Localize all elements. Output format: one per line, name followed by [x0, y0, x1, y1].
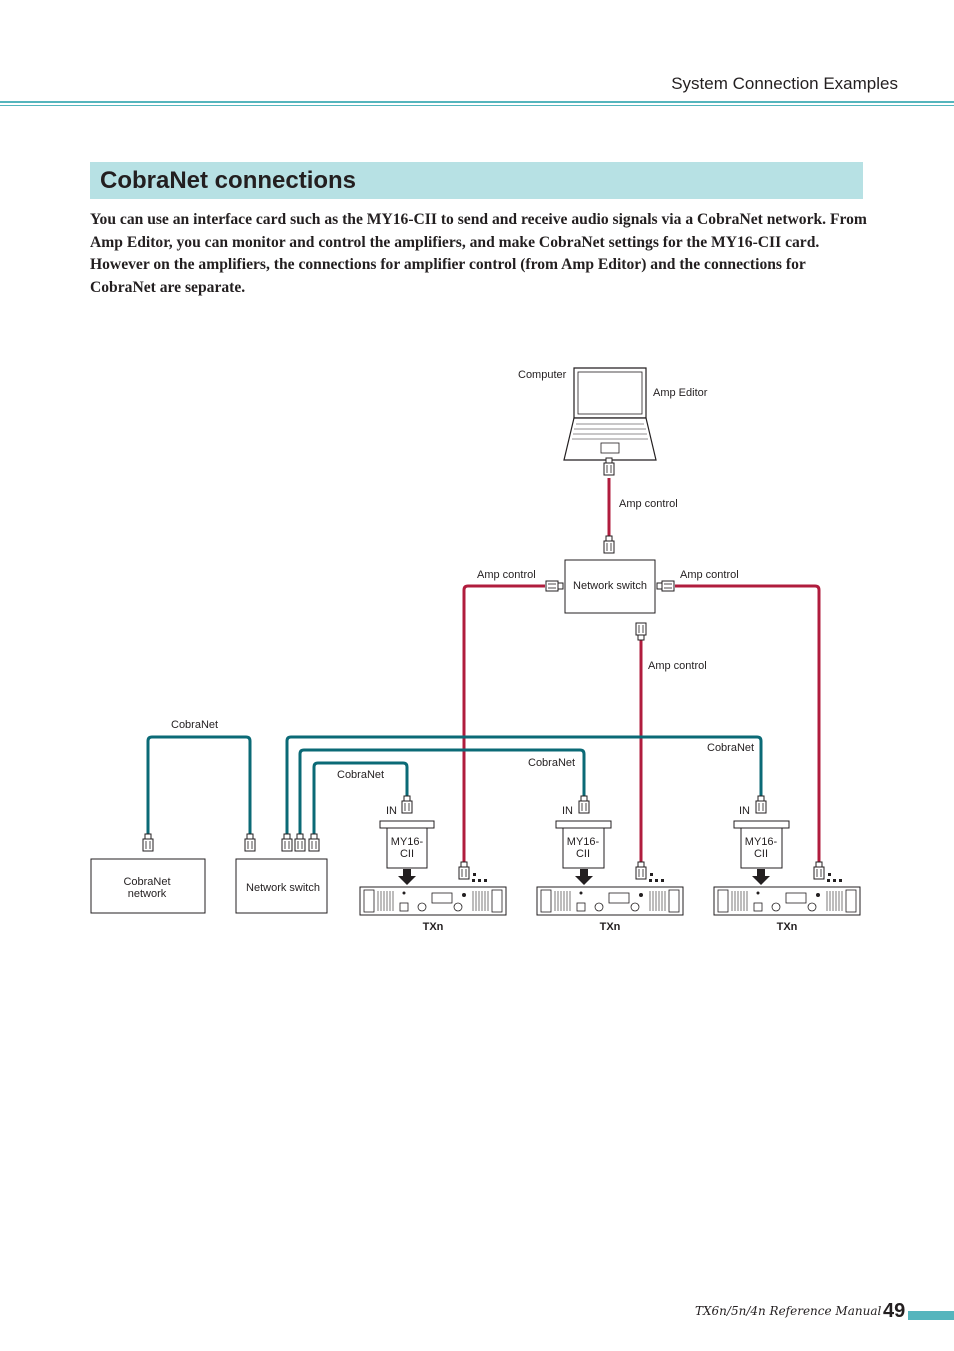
computer-laptop-icon [563, 367, 657, 461]
header-rule [0, 101, 954, 103]
in-label-3: IN [739, 805, 750, 817]
intro-paragraph: You can use an interface card such as th… [90, 211, 867, 296]
cobranet-label-2: CobraNet [707, 742, 754, 754]
card-1-label-1: MY16- [391, 836, 424, 848]
card-3-label-1: MY16- [745, 836, 778, 848]
amp-label-2: TXn [600, 921, 621, 933]
footer-manual-title: TX6n/5n/4n Reference Manual [695, 1304, 882, 1318]
txn-amplifier-3 [713, 886, 861, 916]
cobranet-cable-amp3 [285, 735, 763, 834]
cobranet-label-4: CobraNet [337, 769, 384, 781]
card-3-label-2: CII [754, 848, 768, 860]
amp-control-cable-right [675, 584, 821, 862]
header-rule-thin [0, 105, 954, 106]
amp-control-cable-left [462, 584, 545, 862]
cobranet-network-label-1: CobraNet [123, 876, 170, 888]
amp-control-label-right: Amp control [680, 569, 739, 581]
port-markers [472, 873, 842, 882]
network-switch-top-label: Network switch [573, 580, 647, 592]
amp-control-label-mid: Amp control [648, 660, 707, 672]
cobranet-network-box [90, 858, 206, 914]
txn-amplifier-1 [359, 886, 507, 916]
network-switch-bottom-label: Network switch [246, 882, 320, 894]
in-label-2: IN [562, 805, 573, 817]
card-2-label-2: CII [576, 848, 590, 860]
txn-amplifier-2 [536, 886, 684, 916]
network-switch-top [564, 559, 656, 614]
my16-card-3 [733, 820, 790, 869]
in-label-1: IN [386, 805, 397, 817]
amp-control-label-top: Amp control [619, 498, 678, 510]
amp-label-3: TXn [777, 921, 798, 933]
network-switch-bottom [235, 858, 328, 914]
amp-control-label-left: Amp control [477, 569, 536, 581]
header-title: System Connection Examples [671, 74, 898, 93]
page-number: 49 [883, 1300, 906, 1322]
section-heading-band: CobraNet connections [90, 162, 863, 199]
cobranet-label-1: CobraNet [171, 719, 218, 731]
footer-accent-bar [908, 1311, 954, 1320]
cobranet-cable-network [146, 735, 252, 834]
my16-card-1 [379, 820, 435, 869]
insert-arrows [398, 869, 770, 885]
cobranet-network-label-2: network [128, 888, 167, 900]
connector-plugs [142, 457, 825, 880]
my16-card-2 [555, 820, 612, 869]
cobranet-label-3: CobraNet [528, 757, 575, 769]
computer-label: Computer [518, 369, 567, 381]
amp-label-1: TXn [423, 921, 444, 933]
card-2-label-1: MY16- [567, 836, 600, 848]
section-title: CobraNet connections [100, 167, 357, 194]
amp-editor-label: Amp Editor [653, 387, 708, 399]
cobranet-cable-amp1 [312, 761, 409, 834]
cobranet-cable-amp2 [298, 748, 586, 834]
card-1-label-2: CII [400, 848, 414, 860]
